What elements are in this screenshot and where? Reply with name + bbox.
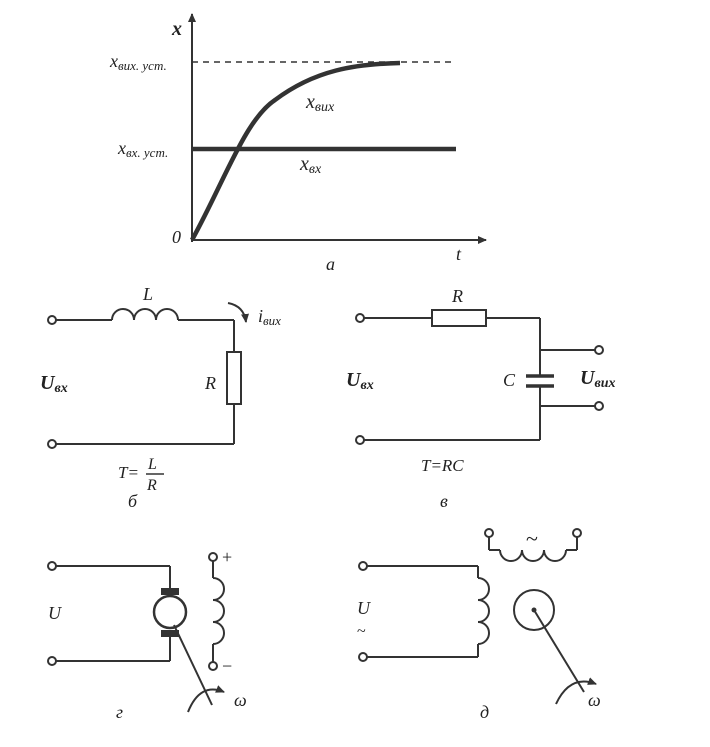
current-label: iвих [258, 306, 281, 328]
input-curve-subscript: вх [309, 162, 322, 177]
output-curve-subscript: вих [315, 100, 335, 115]
panel-e-caption: д [480, 702, 489, 722]
resistor-label: R [204, 373, 216, 393]
panel-d-dc-generator: U + − ω г [47, 547, 247, 722]
input-terminal-bottom [47, 656, 57, 666]
inductor-coil [111, 308, 179, 321]
input-voltage-label: U [357, 598, 371, 618]
plus-sign: + [222, 547, 232, 567]
output-winding-coil [499, 549, 567, 562]
output-curve-label: xвих [305, 91, 335, 115]
panel-a-graph: x t 0 xвих. уст. xвх. уст. xвих xвх а [109, 13, 487, 274]
omega-label: ω [234, 690, 247, 710]
output-voltage-subscript: вих [594, 376, 615, 391]
field-terminal-bottom [208, 661, 218, 671]
rotation-arrow-icon [555, 677, 597, 705]
shaft [173, 624, 213, 706]
armature-icon [152, 594, 188, 630]
input-curve-label: xвх [299, 153, 322, 177]
output-voltage-symbol: U [580, 367, 596, 389]
brush-bottom [161, 630, 179, 637]
panel-a-caption: а [326, 254, 335, 274]
minus-sign: − [222, 656, 232, 676]
y-axis-label: x [171, 18, 182, 40]
output-terminal-right [572, 528, 582, 538]
current-symbol: i [258, 306, 263, 326]
output-curve-symbol: x [305, 91, 315, 113]
steady-input-label: xвх. уст. [117, 138, 168, 160]
input-terminal-top [47, 315, 57, 325]
omega-label: ω [588, 690, 601, 710]
panel-c-rc-circuit: R C Uвх Uвих T=RC в [346, 286, 616, 511]
inductor-label: L [142, 284, 153, 304]
time-constant-formula: T=RC [421, 456, 464, 475]
steady-input-subscript: вх. уст. [126, 145, 168, 160]
input-terminal-top [355, 313, 365, 323]
output-ac-symbol: ~ [526, 526, 538, 551]
input-voltage-label: Uвх [40, 372, 68, 396]
current-arrow-icon [227, 302, 249, 323]
panel-b-caption: б [128, 491, 138, 511]
brush-top [161, 588, 179, 595]
output-voltage-label: Uвих [580, 367, 616, 391]
field-terminal-top [208, 552, 218, 562]
input-voltage-label: U [48, 603, 62, 623]
input-terminal-bottom [355, 435, 365, 445]
input-terminal-bottom [358, 652, 368, 662]
input-terminal-top [358, 561, 368, 571]
panel-c-caption: в [440, 491, 448, 511]
output-terminal-bottom [594, 401, 604, 411]
field-winding-coil [212, 577, 225, 645]
input-curve-symbol: x [299, 153, 309, 175]
input-voltage-subscript: вх [54, 381, 67, 396]
input-voltage-symbol: U [40, 372, 56, 394]
input-voltage-symbol: U [346, 369, 362, 391]
time-constant-numerator: L [147, 456, 157, 473]
steady-output-symbol: x [109, 51, 118, 71]
input-ac-symbol: ~ [357, 623, 366, 640]
input-voltage-label: Uвх [346, 369, 374, 393]
resistor [431, 309, 487, 327]
input-terminal-bottom [47, 439, 57, 449]
output-response-curve [190, 60, 401, 242]
capacitor-label: C [503, 370, 516, 390]
panel-d-caption: г [116, 702, 123, 722]
panel-b-rl-circuit: L iвих R Uвх T= L R б [40, 284, 281, 511]
panel-e-ac-generator: U ~ ~ ω д [357, 526, 601, 722]
excitation-winding-coil [477, 577, 490, 645]
time-constant-lhs: T= [118, 463, 139, 482]
input-terminal-top [47, 561, 57, 571]
origin-label: 0 [172, 227, 181, 247]
time-constant-denominator: R [146, 477, 157, 494]
steady-output-label: xвих. уст. [109, 51, 167, 73]
resistor [226, 351, 242, 405]
shaft [533, 609, 585, 693]
steady-output-subscript: вих. уст. [118, 58, 167, 73]
current-subscript: вих [263, 313, 281, 328]
x-axis-label: t [456, 244, 462, 264]
output-terminal-left [484, 528, 494, 538]
input-voltage-subscript: вх [360, 378, 373, 393]
resistor-label: R [451, 286, 463, 306]
output-terminal-top [594, 345, 604, 355]
steady-input-symbol: x [117, 138, 126, 158]
rotation-arrow-icon [187, 685, 225, 713]
